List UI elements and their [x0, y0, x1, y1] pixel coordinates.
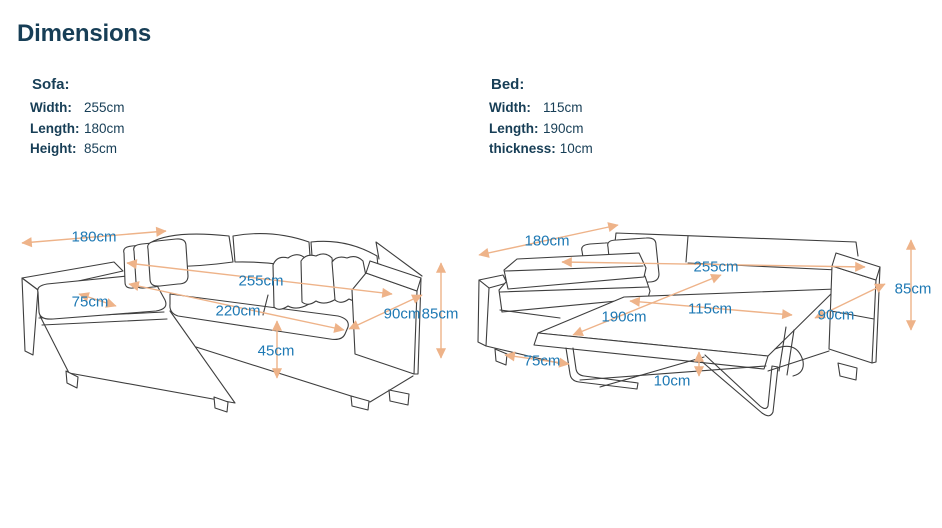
bed-dim-10cm: 10cm [653, 372, 691, 390]
sofa-dim-220cm: 220cm [215, 302, 261, 320]
bed-dim-90cm: 90cm [817, 306, 855, 324]
sofa-dim-255cm: 255cm [238, 272, 284, 290]
sofa-spec-block: Sofa: Width: 255cm Length: 180cm Height:… [30, 76, 125, 160]
sofa-dim-90cm: 90cm [383, 305, 421, 323]
sofa-height-row: Height: 85cm [30, 139, 125, 160]
sofa-length-value: 180cm [84, 120, 125, 136]
bed-dim-180cm: 180cm [524, 232, 570, 250]
sofa-dim-75cm: 75cm [71, 293, 109, 311]
page-title: Dimensions [17, 20, 152, 47]
sofa-dim-180cm: 180cm [71, 228, 117, 246]
bed-spec-block: Bed: Width: 115cm Length: 190cm thicknes… [489, 76, 593, 160]
sofa-length-label: Length: [30, 120, 80, 136]
bed-width-row: Width: 115cm [489, 98, 593, 119]
bed-dim-190cm: 190cm [601, 308, 647, 326]
bed-dim-255cm: 255cm [693, 258, 739, 276]
bed-width-value: 115cm [543, 100, 583, 115]
bed-dim-85cm: 85cm [894, 280, 932, 298]
sofa-width-value: 255cm [84, 100, 125, 115]
bed-thickness-row: thickness: 10cm [489, 139, 593, 160]
dimension-arrows [21, 222, 917, 379]
bed-dim-115cm: 115cm [688, 300, 732, 318]
bed-width-label: Width: [489, 100, 531, 115]
bed-thickness-label: thickness: [489, 141, 556, 156]
bed-length-label: Length: [489, 120, 539, 136]
sofa-height-value: 85cm [84, 141, 118, 156]
bed-length-row: Length: 190cm [489, 119, 593, 140]
bed-spec-heading: Bed: [491, 76, 525, 93]
sofa-dim-85cm: 85cm [421, 305, 459, 323]
bed-thickness-value: 10cm [559, 141, 593, 156]
sofa-dim-45cm: 45cm [257, 342, 295, 360]
sofa-length-row: Length: 180cm [30, 119, 125, 140]
bed-dim-75cm: 75cm [523, 352, 561, 370]
sofa-spec-heading: Sofa: [32, 76, 70, 93]
sofa-height-label: Height: [30, 141, 77, 156]
bed-length-value: 190cm [543, 120, 584, 136]
sofa-width-label: Width: [30, 100, 72, 115]
sofa-width-row: Width: 255cm [30, 98, 125, 119]
